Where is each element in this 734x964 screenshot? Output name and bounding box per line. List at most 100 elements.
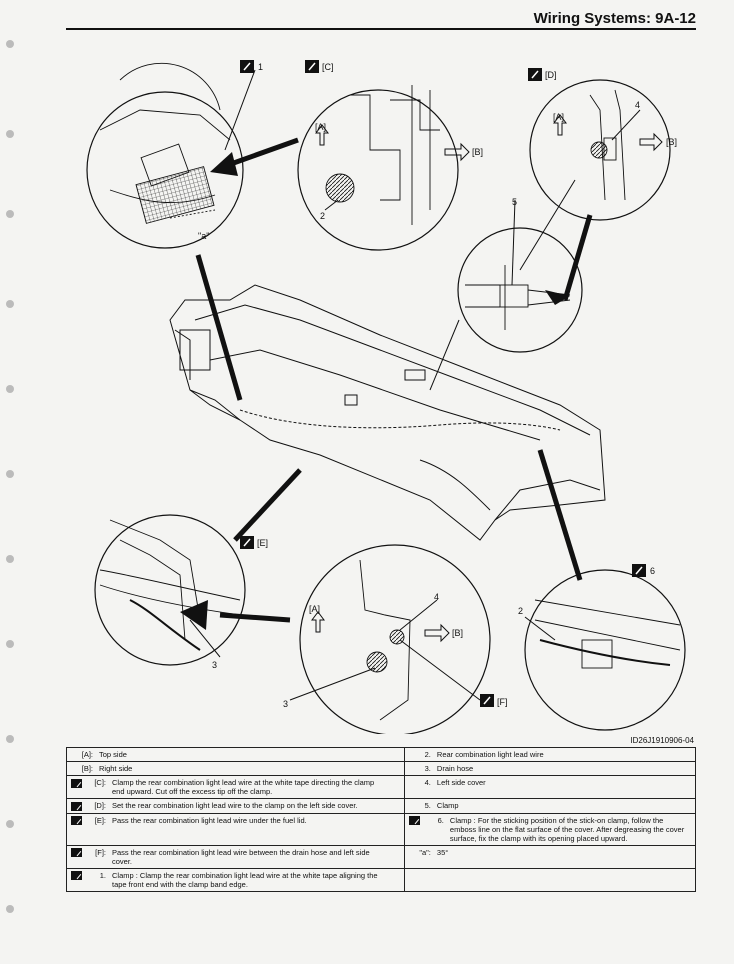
detail-d-drawing [589,89,626,201]
punch-hole [6,735,14,743]
note-pencil-icon [71,871,82,881]
note-pencil-icon [71,801,82,811]
note-icon-pencils [243,62,643,705]
punch-hole [6,905,14,913]
legend-key: 6. [437,815,444,825]
detail-c1-drawing [99,62,231,224]
legend-cell-left: [E]: Pass the rear combination light lead… [66,812,405,846]
callout-f: [F] [497,697,508,707]
note-pencil-icon [71,848,82,858]
figure-id-code: ID26J1910906-04 [630,736,694,745]
detail-5-drawing [465,265,571,330]
page-header-title: Wiring Systems: 9A-12 [533,10,696,27]
legend-text: 35° [436,847,449,857]
legend-row: [A]: Top side 2. Rear combination light lea… [66,747,697,762]
legend-key: [D]: [94,801,106,810]
legend-text: Clamp : For the sticking position of the… [449,815,685,843]
note-pencil-icon [408,816,420,826]
legend-key: [F]: [95,847,106,857]
legend-row: [F]: Pass the rear combination light lead… [66,844,697,869]
angle-label: "a" [198,231,209,241]
legend-row: [B]: Right side 3. Drain hose [66,761,697,776]
legend-cell-right: 5. Clamp [403,798,697,814]
callout-1: 1 [258,62,263,72]
header-rule [66,28,696,30]
legend-text: Top side [99,750,127,759]
legend-text: Right side [99,764,133,773]
detail-f-drawing [359,559,411,721]
callout-b-f: [B] [452,628,463,638]
legend-cell-right: 4.Left side cover [403,775,697,799]
callout-2-bottom: 2 [518,606,523,616]
legend-cell-right [403,867,697,892]
legend-row: [C]: Clamp the rear combination light lea… [66,775,697,799]
thin-leaders [189,69,641,701]
legend-text: Clamp : Clamp the rear combination light… [112,870,378,889]
callout-6: 6 [650,566,655,576]
legend-table: [A]: Top side 2. Rear combination light lea… [66,747,697,892]
legend-key: 5. [424,801,431,810]
legend-key: 1. [99,870,106,880]
punch-hole [6,640,14,648]
callout-4-bottom: 4 [434,592,439,602]
detail-6-drawing [534,599,681,669]
punch-hole [6,820,14,828]
rear-cover-body [169,284,606,541]
legend-key: [A]: [81,750,93,759]
legend-text: Clamp the rear combination light lead wi… [112,778,375,796]
callout-e: [E] [257,538,268,548]
callout-a-d: [A] [553,112,564,122]
legend-text: Pass the rear combination light lead wir… [112,847,370,866]
legend-key: [E]: [94,815,106,825]
legend-text: Left side cover [436,778,486,787]
legend-key: "a": [419,847,431,857]
legend-cell-left: [A]: Top side [66,747,405,762]
callout-b-d: [B] [666,137,677,147]
punch-hole [6,40,14,48]
callout-labels: 1 [C] [D] [A] [B] 2 [A] 4 [B] 5 [E] 3 [A… [198,62,677,709]
legend-cell-left: [F]: Pass the rear combination light lead… [66,844,405,869]
leader-arrows [180,137,593,630]
legend-cell-right: 2. Rear combination light lead wire [403,747,697,762]
wiring-diagram: 1 [C] [D] [A] [B] 2 [A] 4 [B] 5 [E] 3 [A… [86,60,686,734]
callout-5: 5 [512,197,517,207]
callout-b-top: [B] [472,147,483,157]
legend-cell-left: [C]: Clamp the rear combination light lea… [66,775,405,799]
legend-text: Set the rear combination light lead wire… [112,801,358,810]
legend-row: 1. Clamp : Clamp the rear combination lig… [66,867,697,892]
callout-4-top: 4 [635,100,640,110]
callout-c: [C] [322,62,334,72]
punch-hole [6,210,14,218]
legend-cell-left: [D]: Set the rear combination light lead … [66,798,405,814]
callout-a-top: [A] [315,122,326,132]
detail-c-drawing [325,85,440,225]
legend-cell-left: [B]: Right side [66,761,405,776]
callout-3-left: 3 [212,660,217,670]
legend-key: 2. [424,750,431,759]
legend-key: [C]: [94,778,106,787]
punch-hole [6,385,14,393]
punch-hole [6,300,14,308]
punch-hole [6,130,14,138]
legend-text: Drain hose [436,764,474,773]
punch-hole [6,470,14,478]
legend-cell-left: 1. Clamp : Clamp the rear combination lig… [66,867,405,892]
arrow-glyphs [311,114,663,643]
note-pencil-icon [71,816,82,826]
legend-text: Pass the rear combination light lead wir… [112,815,307,825]
legend-cell-right: "a": 35° [403,844,697,869]
callout-a-f: [A] [309,604,320,614]
callout-2-top: 2 [320,211,325,221]
punch-hole [6,555,14,563]
legend-cell-right: 6. Clamp : For the sticking position of t… [403,812,697,846]
legend-key: [B]: [81,764,93,773]
detail-e-drawing [99,519,241,651]
legend-row: [E]: Pass the rear combination light lead… [66,812,697,846]
callout-d: [D] [545,70,557,80]
legend-row: [D]: Set the rear combination light lead … [66,798,697,814]
legend-text: Rear combination light lead wire [436,750,544,759]
note-pencil-icon [71,778,82,788]
legend-key: 3. [424,764,431,773]
legend-text: Clamp [436,801,459,810]
legend-cell-right: 3. Drain hose [403,761,697,776]
